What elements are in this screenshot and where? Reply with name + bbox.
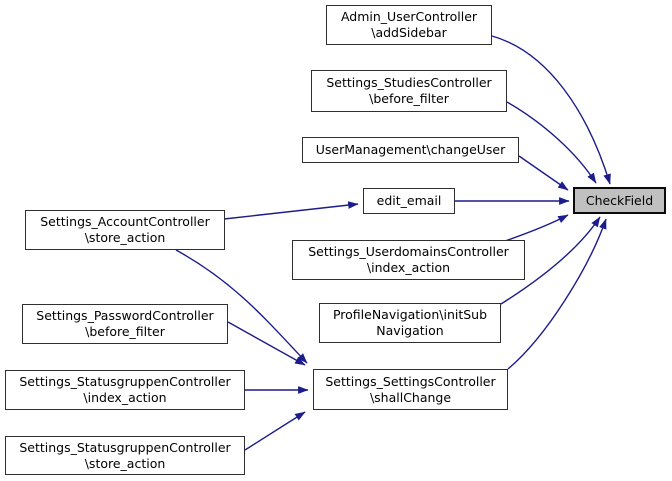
edge-storeaction-to-shallchange <box>175 249 308 364</box>
node-label: Settings_SettingsController <box>325 373 496 389</box>
node-label: \store_action <box>84 230 166 245</box>
node-label: \before_filter <box>85 324 165 339</box>
edge-statusgruppen-store-to-shallchange <box>244 411 306 451</box>
edge-studies-beforefilter-to-checkfield <box>506 101 597 184</box>
node-label: \index_action <box>83 390 167 405</box>
node-settings-userdomainscontroller-index-action[interactable]: Settings_UserdomainsController \index_ac… <box>292 240 525 280</box>
node-checkfield-focus: CheckField <box>573 187 666 214</box>
node-settings-accountcontroller-store-action[interactable]: Settings_AccountController \store_action <box>25 210 225 250</box>
node-label: Settings_PasswordController <box>36 308 214 323</box>
node-settings-statusgruppencontroller-store-action[interactable]: Settings_StatusgruppenController \store_… <box>5 436 245 475</box>
edge-storeaction-to-editemail <box>223 201 359 220</box>
node-admin-usercontroller-addsidebar[interactable]: Admin_UserController \addSidebar <box>326 5 492 45</box>
edge-changeuser-to-checkfield <box>518 155 569 191</box>
node-label: Settings_StudiesController <box>326 75 492 90</box>
edge-addsidebar-to-checkfield <box>491 35 611 185</box>
node-label: Settings_UserdomainsController <box>308 244 509 259</box>
edge-profilenavigation-to-checkfield <box>500 216 601 305</box>
node-settings-studiescontroller-before-filter[interactable]: Settings_StudiesController \before_filte… <box>311 70 507 112</box>
node-label: ProfileNavigation\initSub <box>332 307 488 322</box>
node-label: Navigation <box>376 323 444 338</box>
node-label: \shallChange <box>369 389 452 405</box>
edge-shallchange-to-checkfield <box>507 218 607 370</box>
node-label: \before_filter <box>369 91 449 106</box>
node-label: \store_action <box>84 455 166 471</box>
edge-password-beforefilter-to-shallchange <box>227 321 306 366</box>
node-label: Settings_StatusgruppenController <box>19 439 231 455</box>
node-settings-passwordcontroller-before-filter[interactable]: Settings_PasswordController \before_filt… <box>22 304 228 344</box>
node-usermanagement-changeuser[interactable]: UserManagement\changeUser <box>302 137 519 163</box>
node-label: Settings_StatusgruppenController <box>19 374 231 389</box>
node-settings-statusgruppencontroller-index-action[interactable]: Settings_StatusgruppenController \index_… <box>5 370 245 410</box>
node-label: \index_action <box>366 260 451 275</box>
node-label: edit_email <box>376 193 442 208</box>
node-label: Settings_AccountController <box>40 214 210 229</box>
node-label: UserManagement\changeUser <box>315 142 506 157</box>
node-profilenavigation-initsubnavigation[interactable]: ProfileNavigation\initSub Navigation <box>319 303 501 343</box>
node-settings-settingscontroller-shallchange[interactable]: Settings_SettingsController \shallChange <box>313 369 508 410</box>
node-label: CheckField <box>585 192 654 208</box>
node-edit-email[interactable]: edit_email <box>363 188 455 214</box>
edge-userdomains-to-checkfield <box>504 214 569 242</box>
node-label: \addSidebar <box>371 25 447 40</box>
node-label: Admin_UserController <box>340 9 478 24</box>
